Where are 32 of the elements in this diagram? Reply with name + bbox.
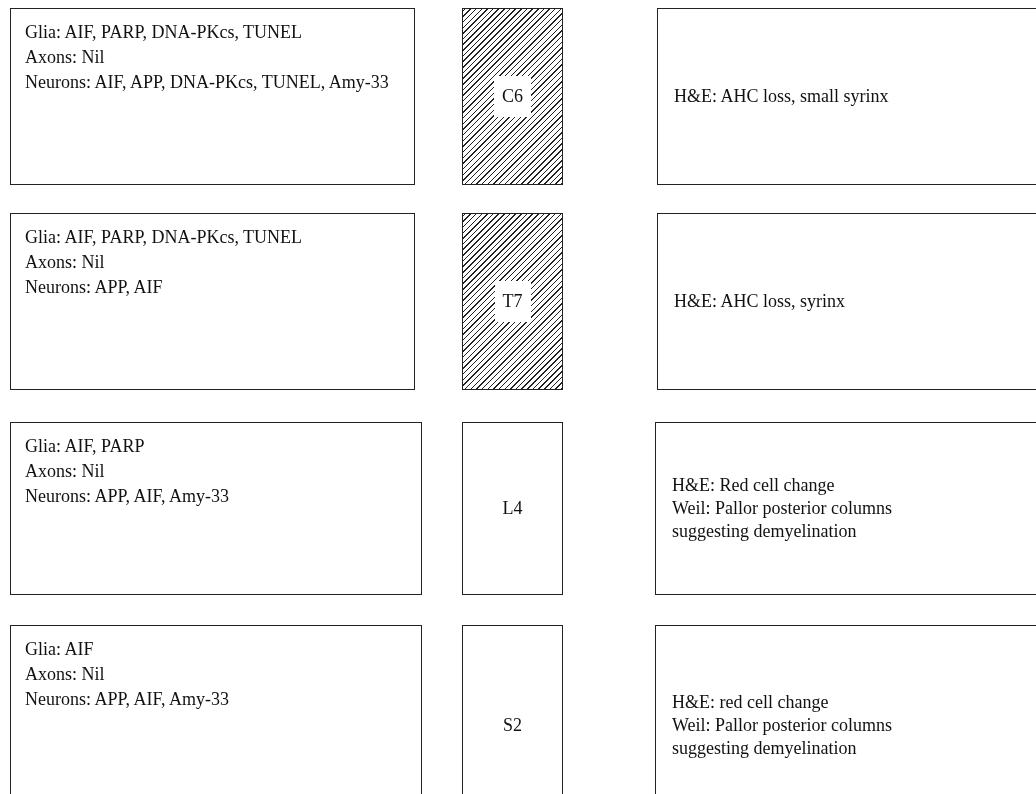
level-label: C6 xyxy=(494,76,531,117)
finding-text: H&E: red cell change xyxy=(672,690,830,714)
finding-text: Neurons: APP, AIF xyxy=(25,276,164,299)
finding-text: Glia: AIF, PARP, DNA-PKcs, TUNEL xyxy=(25,226,304,249)
finding-text: Glia: AIF, PARP xyxy=(25,435,146,458)
finding-text: Neurons: APP, AIF, Amy-33 xyxy=(25,485,231,508)
level-box xyxy=(462,422,563,595)
histology-box xyxy=(657,213,1036,390)
finding-text: Neurons: AIF, APP, DNA-PKcs, TUNEL, Amy-33 xyxy=(25,71,390,94)
marker-box xyxy=(10,625,422,794)
hatched-level-box xyxy=(462,213,563,390)
level-label: T7 xyxy=(494,281,531,322)
marker-box xyxy=(10,422,422,595)
hatched-level-box xyxy=(462,8,563,185)
finding-text: Glia: AIF, PARP, DNA-PKcs, TUNEL xyxy=(25,21,304,44)
finding-text: Neurons: APP, AIF, Amy-33 xyxy=(25,688,231,711)
finding-text: Axons: Nil xyxy=(25,460,106,483)
finding-text: H&E: Red cell change xyxy=(672,474,836,497)
marker-box xyxy=(10,213,415,390)
finding-text: Axons: Nil xyxy=(25,251,106,274)
finding-text: Axons: Nil xyxy=(25,663,106,686)
level-box xyxy=(462,625,563,794)
histology-box xyxy=(655,625,1036,794)
finding-text: Weil: Pallor posterior columns suggesting demyelination xyxy=(672,497,894,543)
histology-box xyxy=(657,8,1036,185)
finding-text: Axons: Nil xyxy=(25,46,106,69)
finding-text: H&E: AHC loss, small syrinx xyxy=(674,85,890,108)
finding-text: H&E: AHC loss, syrinx xyxy=(674,290,847,313)
finding-text: Glia: AIF xyxy=(25,638,95,661)
marker-box xyxy=(10,8,415,185)
histology-box xyxy=(655,422,1036,595)
finding-text: Weil: Pallor posterior columns suggesting demyelination xyxy=(672,713,894,760)
